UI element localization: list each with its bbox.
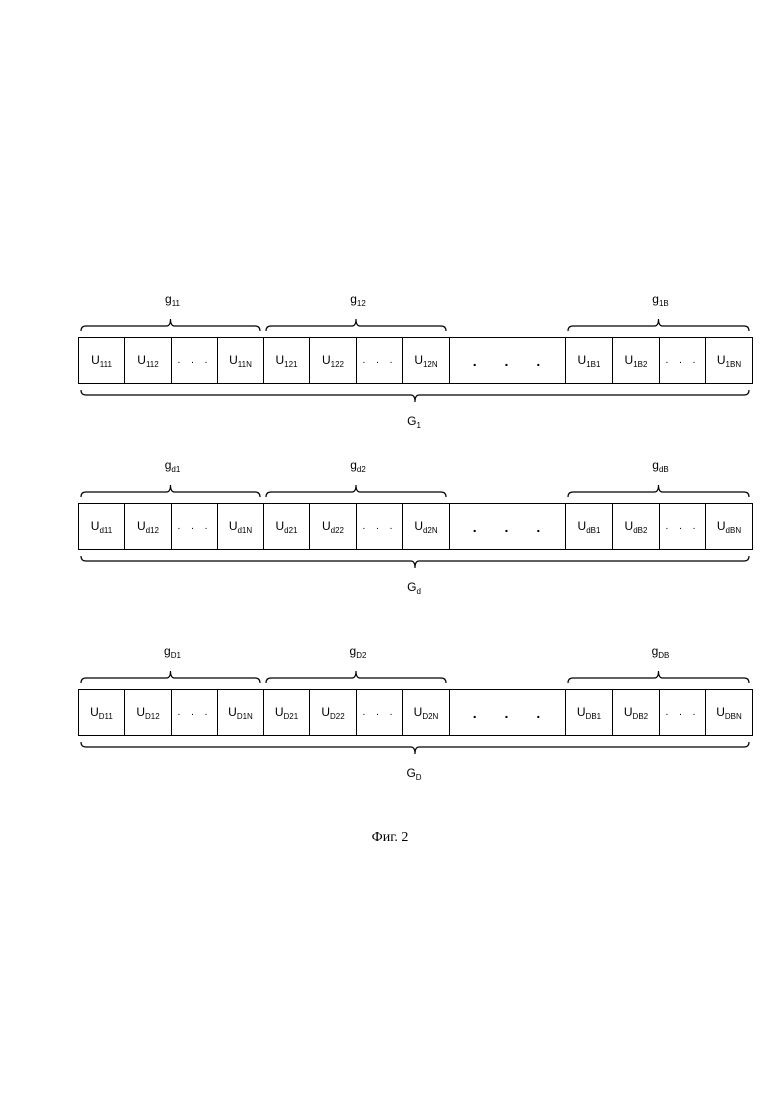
u-cell: Ud22 — [309, 503, 357, 550]
group-brace — [266, 666, 446, 690]
group-brace — [568, 314, 749, 338]
row-label: G1 — [407, 414, 421, 430]
u-cell: UD11 — [78, 689, 125, 736]
u-cell: Ud12 — [124, 503, 172, 550]
cell-ellipsis: . . . — [659, 503, 706, 550]
u-cell: U111 — [78, 337, 125, 384]
u-cell: U1B1 — [565, 337, 613, 384]
group-brace — [266, 314, 446, 338]
group-label: g11 — [165, 292, 180, 308]
group-brace — [81, 480, 260, 504]
u-cell: UdBN — [705, 503, 753, 550]
u-cell: UDBN — [705, 689, 753, 736]
u-cell: UD21 — [263, 689, 310, 736]
group-brace — [568, 666, 749, 690]
group-label: g12 — [350, 292, 366, 308]
cell-ellipsis: . . . — [356, 337, 403, 384]
u-cell: U1BN — [705, 337, 753, 384]
group-label: g1B — [652, 292, 668, 308]
row-brace — [81, 735, 749, 759]
group-label: gD1 — [164, 644, 181, 660]
u-cell: UdB1 — [565, 503, 613, 550]
cell-ellipsis-wide: . . . — [449, 503, 566, 550]
u-cell: Ud11 — [78, 503, 125, 550]
group-brace — [266, 480, 446, 504]
u-cell: UD1N — [217, 689, 264, 736]
cell-ellipsis: . . . — [171, 503, 218, 550]
cell-ellipsis: . . . — [659, 337, 706, 384]
cell-ellipsis: . . . — [356, 503, 403, 550]
u-cell: Ud2N — [402, 503, 450, 550]
u-cell: UdB2 — [612, 503, 660, 550]
u-cell: UD12 — [124, 689, 172, 736]
cell-ellipsis-wide: . . . — [449, 337, 566, 384]
u-cell: U121 — [263, 337, 310, 384]
group-label: gD2 — [350, 644, 367, 660]
group-label: gdB — [652, 458, 668, 474]
u-cell: U11N — [217, 337, 264, 384]
group-brace — [81, 314, 260, 338]
u-cell: UD2N — [402, 689, 450, 736]
row-label: GD — [406, 766, 421, 782]
cell-ellipsis-wide: . . . — [449, 689, 566, 736]
u-cell: UD22 — [309, 689, 357, 736]
u-cell: Ud21 — [263, 503, 310, 550]
row-label: Gd — [407, 580, 421, 596]
u-cell: Ud1N — [217, 503, 264, 550]
group-label: gDB — [652, 644, 670, 660]
row-brace — [81, 383, 749, 407]
cell-ellipsis: . . . — [171, 689, 218, 736]
group-label: gd2 — [350, 458, 366, 474]
group-brace — [568, 480, 749, 504]
u-cell: U12N — [402, 337, 450, 384]
u-cell: U122 — [309, 337, 357, 384]
row-brace — [81, 549, 749, 573]
u-cell: U1B2 — [612, 337, 660, 384]
u-cell: UDB2 — [612, 689, 660, 736]
group-brace — [81, 666, 260, 690]
cell-ellipsis: . . . — [171, 337, 218, 384]
cell-ellipsis: . . . — [356, 689, 403, 736]
figure-caption: Фиг. 2 — [0, 830, 780, 846]
u-cell: U112 — [124, 337, 172, 384]
u-cell: UDB1 — [565, 689, 613, 736]
cell-ellipsis: . . . — [659, 689, 706, 736]
group-label: gd1 — [165, 458, 181, 474]
